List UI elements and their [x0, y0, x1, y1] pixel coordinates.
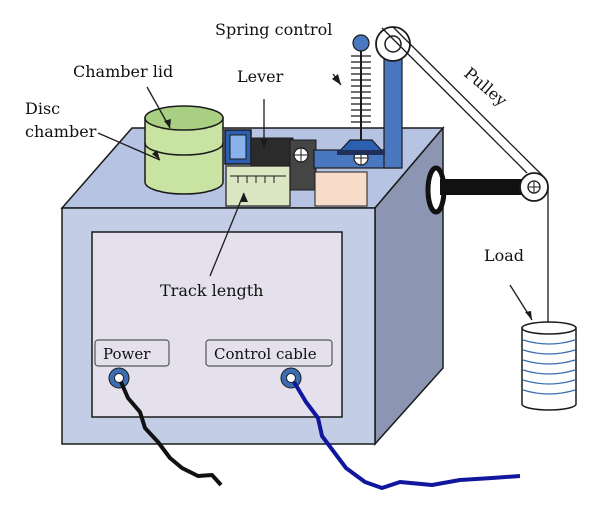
chamber-lid — [144, 105, 224, 131]
spring-control — [337, 34, 385, 155]
control-cable — [292, 380, 521, 490]
track-length-label: Track length — [160, 281, 263, 300]
control-cable-label-box — [205, 339, 333, 367]
side-axle — [425, 165, 528, 215]
chamber-label: chamber — [25, 122, 97, 141]
pulley-label: Pulley — [460, 64, 510, 111]
spring-control-label: Spring control — [215, 20, 332, 39]
track-ruler — [225, 165, 291, 207]
lever-pivot-icon — [293, 147, 309, 163]
front-panel — [91, 231, 343, 418]
top-pulley-icon — [375, 26, 411, 62]
power-port-icon — [108, 367, 130, 389]
disc-chamber — [144, 105, 224, 195]
power-label: Power — [103, 345, 151, 363]
side-pulley-icon — [519, 172, 549, 202]
string-to-side-pulley — [392, 26, 544, 177]
power-label-box — [94, 339, 170, 367]
load-label: Load — [484, 246, 524, 265]
chamber-lid-label: Chamber lid — [73, 62, 173, 81]
load-weight — [521, 321, 577, 411]
disc-label: Disc — [25, 99, 60, 118]
control-cable-label: Control cable — [214, 345, 317, 363]
lever-mechanism — [224, 51, 403, 207]
lever-label: Lever — [237, 67, 284, 86]
power-cable — [119, 381, 223, 487]
string-top — [381, 27, 528, 174]
